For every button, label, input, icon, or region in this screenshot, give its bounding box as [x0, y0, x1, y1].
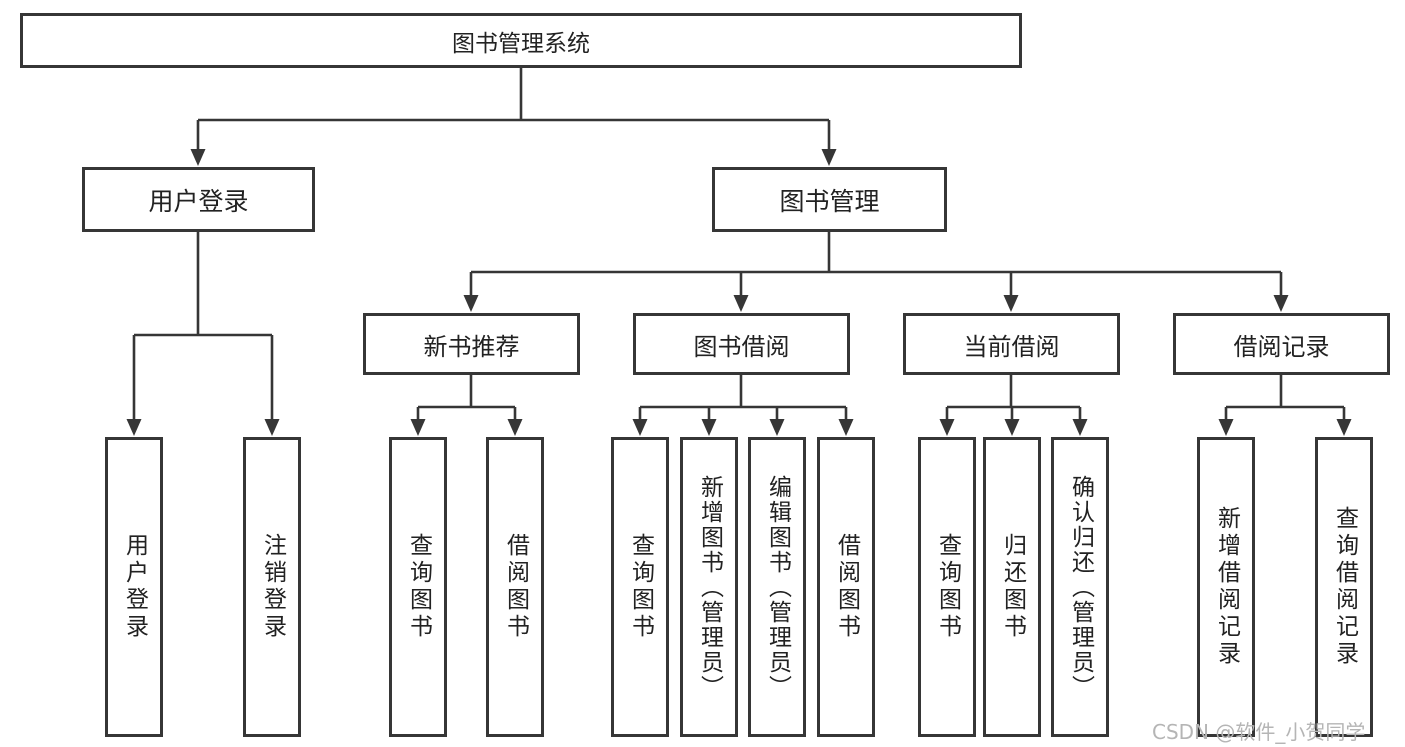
- leaf-query-books-current: 查询图书: [918, 437, 976, 737]
- leaf-add-borrow-record: 新增借阅记录: [1197, 437, 1255, 737]
- node-new-book-recommend: 新书推荐: [363, 313, 580, 375]
- leaf-borrow-books-recommend: 借阅图书: [486, 437, 544, 737]
- node-borrowing-records: 借阅记录: [1173, 313, 1390, 375]
- node-user-login: 用户登录: [82, 167, 315, 232]
- leaf-user-login: 用户登录: [105, 437, 163, 737]
- leaf-query-books-borrowing: 查询图书: [611, 437, 669, 737]
- leaf-edit-books-admin: 编辑图书（管理员）: [748, 437, 806, 737]
- leaf-return-books: 归还图书: [983, 437, 1041, 737]
- csdn-watermark: CSDN @软件_小贺同学: [1152, 720, 1366, 744]
- leaf-confirm-return-admin: 确认归还（管理员）: [1051, 437, 1109, 737]
- node-book-borrowing: 图书借阅: [633, 313, 850, 375]
- leaf-borrow-books: 借阅图书: [817, 437, 875, 737]
- leaf-query-books-recommend: 查询图书: [389, 437, 447, 737]
- leaf-add-books-admin: 新增图书（管理员）: [680, 437, 738, 737]
- leaf-query-borrow-record: 查询借阅记录: [1315, 437, 1373, 737]
- leaf-logout: 注销登录: [243, 437, 301, 737]
- node-current-borrowing: 当前借阅: [903, 313, 1120, 375]
- node-root-library-management-system: 图书管理系统: [20, 13, 1022, 68]
- node-book-management: 图书管理: [712, 167, 947, 232]
